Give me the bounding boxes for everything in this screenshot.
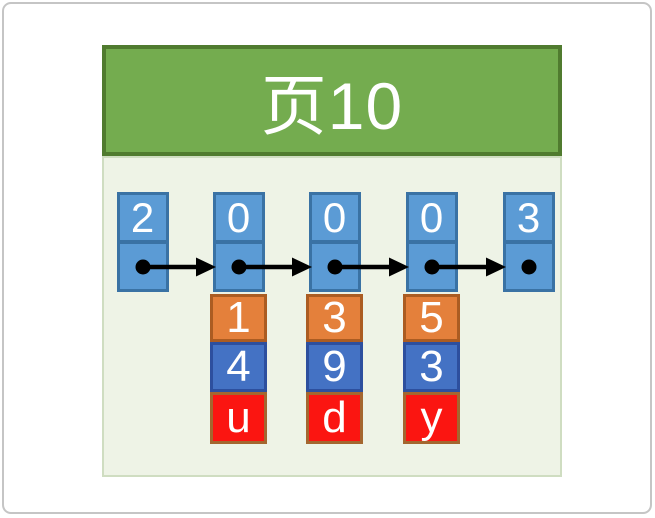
data-cell: 4	[210, 342, 267, 392]
record-column-supremum: 3	[500, 192, 557, 292]
record-type-value: 0	[405, 192, 458, 242]
key-cell: 1	[210, 294, 267, 342]
record-header-unit: 3	[502, 192, 555, 292]
char-cell: d	[306, 392, 363, 444]
record-column-infimum: 2	[114, 192, 171, 292]
record-column-user-1: 0 1 4 u	[210, 192, 267, 444]
data-cell: 3	[403, 342, 460, 392]
record-header-unit: 0	[212, 192, 265, 292]
page-header: 页10	[102, 45, 562, 156]
next-pointer-cell	[116, 242, 169, 292]
page-title: 页10	[260, 68, 404, 143]
record-column-user-3: 0 5 3 y	[403, 192, 460, 444]
record-header-unit: 2	[116, 192, 169, 292]
record-fields: 3 9 d	[306, 294, 363, 444]
record-type-value: 2	[116, 192, 169, 242]
key-cell: 5	[403, 294, 460, 342]
record-type-value: 0	[308, 192, 361, 242]
record-type-value: 0	[212, 192, 265, 242]
record-header-unit: 0	[405, 192, 458, 292]
record-fields: 5 3 y	[403, 294, 460, 444]
next-pointer-cell	[212, 242, 265, 292]
data-cell: 9	[306, 342, 363, 392]
next-pointer-cell	[502, 242, 555, 292]
char-cell: y	[403, 392, 460, 444]
next-pointer-cell	[405, 242, 458, 292]
record-fields: 1 4 u	[210, 294, 267, 444]
record-type-value: 3	[502, 192, 555, 242]
record-header-unit: 0	[308, 192, 361, 292]
char-cell: u	[210, 392, 267, 444]
key-cell: 3	[306, 294, 363, 342]
next-pointer-cell	[308, 242, 361, 292]
record-column-user-2: 0 3 9 d	[306, 192, 363, 444]
